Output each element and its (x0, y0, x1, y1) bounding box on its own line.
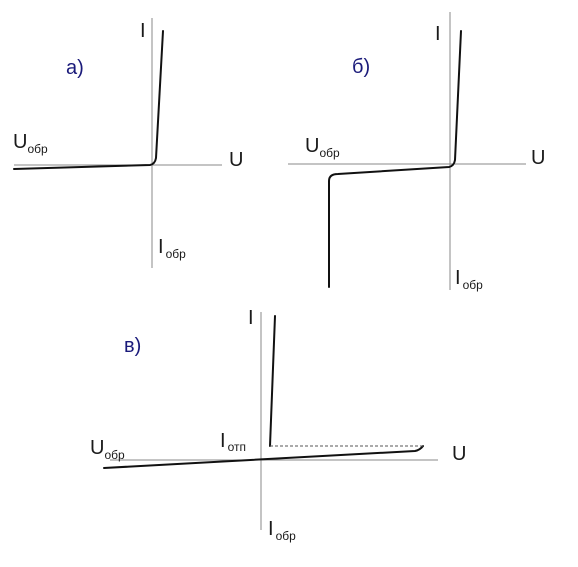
panel-b-label: б) (352, 56, 370, 78)
panel-a-iv-curve (13, 30, 164, 170)
panel-v-on-branch (269, 315, 276, 447)
panel-v-label: в) (124, 335, 141, 357)
panel-v-u-reverse-label: Uобр (90, 437, 125, 462)
panel-a-u-reverse-label: Uобр (13, 131, 48, 156)
panel-v-u-axis-label: U (452, 443, 466, 465)
panel-v-i-axis-label: I (248, 307, 254, 329)
panel-v-iv-curve (103, 445, 424, 469)
panel-a-u-axis-label: U (229, 149, 243, 171)
panel-b-iv-curve (328, 30, 462, 288)
panel-b-i-axis-label: I (435, 23, 441, 45)
panel-b-u-axis-label: U (531, 147, 545, 169)
panel-a-label: а) (66, 57, 84, 79)
panel-a-i-axis-label: I (140, 20, 146, 42)
panel-b-u-reverse-label: Uобр (305, 135, 340, 160)
